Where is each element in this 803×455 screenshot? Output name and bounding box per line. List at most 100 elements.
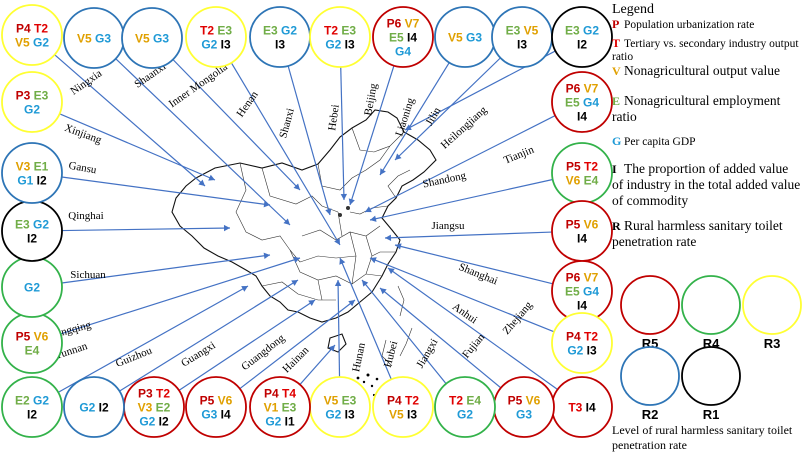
province-name-hubei: Hubei bbox=[382, 340, 401, 369]
indicator-code: G1 bbox=[17, 174, 33, 188]
indicator-code: I3 bbox=[217, 38, 231, 52]
province-name-jiangsu: Jiangsu bbox=[432, 220, 466, 232]
arrowhead-guizhou bbox=[291, 280, 298, 286]
indicator-code: V3 bbox=[138, 401, 153, 415]
indicator-code: I2 bbox=[155, 415, 169, 429]
indicator-code: E4 bbox=[463, 394, 481, 408]
indicator-code: G2 bbox=[30, 218, 50, 232]
indicator-code: G3 bbox=[516, 408, 532, 422]
indicator-code: E2 bbox=[152, 401, 170, 415]
province-name-gansu: Gansu bbox=[68, 160, 98, 177]
legend-ring-r5: R5 bbox=[620, 275, 680, 351]
china-map bbox=[171, 109, 437, 397]
arrow-inner-mongolia bbox=[172, 59, 301, 191]
arrowhead-jiangsu bbox=[385, 234, 392, 241]
arrowhead-zhejiang bbox=[388, 268, 395, 275]
indicator-line: E3 G2 bbox=[263, 24, 297, 38]
indicator-code: E3 bbox=[338, 394, 356, 408]
indicator-line: V3 E2 bbox=[138, 401, 171, 415]
indicator-line: I4 bbox=[577, 299, 587, 313]
indicator-code: G3 bbox=[150, 32, 170, 46]
arrowhead-guangdong bbox=[348, 300, 355, 307]
indicator-line: V5 G3 bbox=[135, 32, 169, 46]
indicator-line: V6 E4 bbox=[566, 174, 599, 188]
arrow-guangdong bbox=[239, 299, 356, 390]
indicator-line: I2 bbox=[577, 38, 587, 52]
indicator-code: I3 bbox=[341, 38, 355, 52]
indicator-code: P5 bbox=[566, 218, 581, 232]
indicator-line: E3 V5 bbox=[506, 24, 539, 38]
indicator-code: V7 bbox=[580, 82, 598, 96]
indicator-line: G2 I2 bbox=[79, 401, 109, 415]
indicator-line: G2 I3 bbox=[201, 38, 231, 52]
indicator-code: E5 bbox=[389, 31, 404, 45]
arrowhead-shanxi bbox=[325, 208, 332, 215]
province-name-beijing: Beijing bbox=[362, 82, 380, 116]
indicator-code: G2 bbox=[567, 344, 583, 358]
province-name-sichuan: Sichuan bbox=[70, 269, 106, 281]
indicator-code: G2 bbox=[325, 38, 341, 52]
arrow-ningxia bbox=[54, 54, 206, 187]
arrowhead-sichuan bbox=[263, 252, 270, 259]
indicator-code: V1 bbox=[264, 401, 279, 415]
arrowhead-anhui bbox=[370, 257, 377, 264]
indicator-line: I3 bbox=[517, 38, 527, 52]
indicator-code: G2 bbox=[457, 408, 473, 422]
indicator-line: P6 V7 bbox=[566, 271, 599, 285]
arrow-xinjiang bbox=[59, 113, 216, 181]
indicator-code: G2 bbox=[30, 36, 50, 50]
indicator-code: E4 bbox=[25, 344, 40, 358]
indicator-code: I3 bbox=[404, 408, 418, 422]
indicator-code: V5 bbox=[135, 32, 150, 46]
indicator-code: E3 bbox=[30, 89, 48, 103]
indicator-code: V5 bbox=[389, 408, 404, 422]
indicator-line: V5 I3 bbox=[389, 408, 417, 422]
arrow-qinghai bbox=[61, 227, 231, 232]
indicator-code: I3 bbox=[583, 344, 597, 358]
arrow-gansu bbox=[61, 176, 271, 206]
indicator-code: E3 bbox=[338, 24, 356, 38]
indicator-code: G2 bbox=[24, 103, 40, 117]
legend-ring-r4: R4 bbox=[681, 275, 741, 351]
indicator-line: P5 V6 bbox=[200, 394, 233, 408]
arrowhead-qinghai bbox=[223, 224, 230, 232]
legend-code: R bbox=[612, 219, 621, 233]
province-name-hebei: Hebei bbox=[326, 104, 342, 132]
indicator-code: P6 bbox=[566, 271, 581, 285]
indicator-line: V1 E3 bbox=[264, 401, 297, 415]
indicator-code: G2 bbox=[30, 394, 50, 408]
arrow-chongqing bbox=[60, 257, 301, 335]
indicator-line: G2 I3 bbox=[325, 38, 355, 52]
indicator-line: I4 bbox=[577, 110, 587, 124]
indicator-code: I2 bbox=[577, 38, 587, 52]
indicator-code: P5 bbox=[16, 330, 31, 344]
province-name-liaoning: Liaoning bbox=[393, 96, 417, 138]
legend-ring-label: R1 bbox=[703, 407, 720, 422]
indicator-line: G2 I1 bbox=[265, 415, 295, 429]
indicator-code: G2 bbox=[24, 281, 40, 295]
indicator-code: T2 bbox=[402, 394, 420, 408]
indicator-code: V6 bbox=[30, 330, 48, 344]
arrow-beijing bbox=[349, 65, 395, 206]
indicator-code: T2 bbox=[449, 394, 463, 408]
indicator-code: V6 bbox=[580, 218, 598, 232]
province-circle-zhejiang: T3 I4 bbox=[551, 376, 613, 438]
province-name-guangxi: Guangxi bbox=[179, 339, 217, 369]
indicator-line: G4 bbox=[395, 45, 411, 59]
arrowhead-shaanxi bbox=[283, 218, 290, 225]
arrow-guangxi bbox=[178, 299, 316, 391]
indicator-code: T2 bbox=[581, 160, 599, 174]
arrowhead-yunnan bbox=[241, 286, 248, 292]
arrowhead-tianjin bbox=[365, 206, 372, 213]
legend-ring-r2: R2 bbox=[620, 346, 680, 422]
